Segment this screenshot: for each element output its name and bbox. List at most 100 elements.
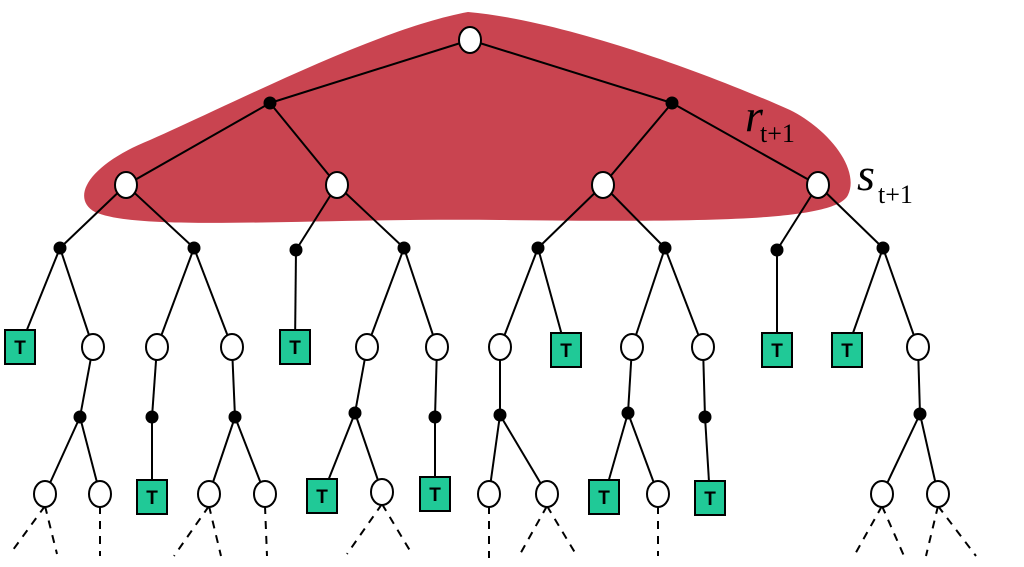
state-node (114, 171, 138, 199)
tree-edge (156, 247, 195, 348)
action-node (770, 243, 784, 257)
state-node (620, 333, 644, 361)
tree-edge (499, 414, 548, 495)
action-node (621, 406, 635, 420)
tree-edge (664, 247, 704, 348)
action-node (913, 407, 927, 421)
action-node (289, 243, 303, 257)
action-node (263, 96, 277, 110)
state-node (870, 480, 894, 508)
tree-edge (671, 102, 819, 186)
terminal-node: T (279, 329, 311, 365)
continuation-edge (937, 505, 977, 557)
state-node (325, 171, 349, 199)
state-label: s t+1 (857, 149, 913, 209)
terminal-box (550, 332, 582, 368)
terminal-node: T (694, 480, 726, 516)
tree-edge (193, 247, 233, 348)
terminal-box (306, 478, 338, 514)
action-node (493, 408, 507, 422)
tree-edge (354, 412, 383, 493)
continuation-edge (925, 505, 939, 557)
terminal-node: T (761, 332, 793, 368)
terminal-box (279, 329, 311, 365)
state-node (197, 480, 221, 508)
continuation-edge (9, 505, 46, 555)
terminal-node: T (419, 476, 451, 512)
state-node (906, 333, 930, 361)
state-subscript: t+1 (878, 180, 913, 209)
state-node (488, 333, 512, 361)
tree-edge (537, 184, 604, 249)
action-node (348, 406, 362, 420)
action-node (698, 410, 712, 424)
terminal-node: T (306, 478, 338, 514)
state-node (535, 480, 559, 508)
terminal-node: T (550, 332, 582, 368)
action-node (73, 410, 87, 424)
continuation-edge (881, 505, 905, 557)
terminal-label: T (771, 341, 783, 362)
terminal-box (136, 479, 168, 515)
tree-edge (125, 184, 195, 249)
continuation-edge (208, 505, 222, 557)
terminal-label: T (316, 487, 328, 508)
tree-edge (602, 184, 666, 249)
terminal-box (831, 332, 863, 368)
terminal-label: T (598, 488, 610, 509)
terminal-label: T (146, 488, 158, 509)
action-node (876, 241, 890, 255)
terminal-label: T (289, 338, 301, 359)
terminal-node: T (588, 479, 620, 515)
tree-edge (627, 412, 659, 495)
continuation-edge (346, 503, 383, 555)
tree-edge (59, 184, 127, 249)
continuation-edge (546, 505, 578, 557)
tree-edge (882, 247, 919, 348)
tree-edge (881, 413, 921, 495)
state-symbol: s (857, 149, 875, 200)
tree-edge (269, 102, 338, 186)
action-node (187, 241, 201, 255)
terminal-node: T (136, 479, 168, 515)
continuation-edge (518, 505, 548, 557)
highlighted-region (84, 12, 851, 223)
state-node (370, 478, 394, 506)
state-node (926, 480, 950, 508)
continuation-edge (853, 505, 883, 557)
tree-edge (817, 184, 884, 249)
terminal-node: T (831, 332, 863, 368)
tree-edge (125, 102, 271, 186)
tree-edge (269, 39, 471, 104)
action-node (531, 241, 545, 255)
tree-edge (469, 39, 673, 104)
terminal-label: T (560, 341, 572, 362)
terminal-label: T (841, 341, 853, 362)
reward-subscript: t+1 (760, 119, 795, 148)
state-node (355, 333, 379, 361)
state-node (425, 333, 449, 361)
state-node (591, 171, 615, 199)
state-node (691, 333, 715, 361)
terminal-box (419, 476, 451, 512)
tree-edge (403, 247, 438, 348)
tree-edges (9, 39, 977, 558)
state-node (145, 333, 169, 361)
tree-edge (234, 416, 266, 495)
action-node (658, 241, 672, 255)
reward-symbol: r (745, 90, 764, 141)
tree-edge (602, 102, 673, 186)
continuation-edge (381, 503, 413, 555)
tree-edge (631, 247, 666, 348)
continuation-edge (173, 505, 210, 557)
state-node (646, 480, 670, 508)
continuation-edge (44, 505, 58, 555)
reward-label: r t+1 (745, 90, 795, 148)
terminal-label: T (429, 485, 441, 506)
state-node (88, 480, 112, 508)
state-node (220, 333, 244, 361)
continuation-edge (264, 505, 268, 557)
action-node (145, 410, 159, 424)
terminal-label: T (14, 338, 26, 359)
